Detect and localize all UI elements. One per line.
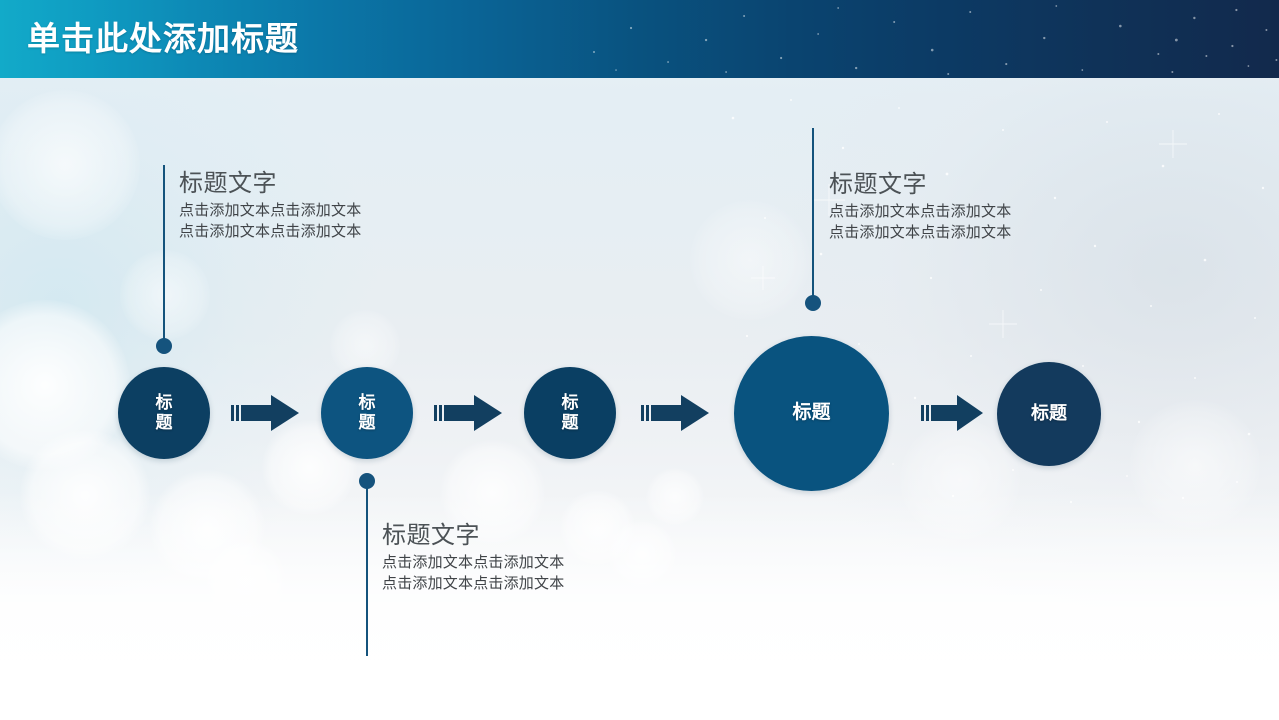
- flow-node-2[interactable]: 标题: [321, 367, 413, 459]
- callout-top-left-line1: 点击添加文本点击添加文本: [179, 202, 362, 219]
- callout-top-right-connector-line: [812, 128, 814, 304]
- callout-top-left-connector-dot: [156, 338, 172, 354]
- slide-header-band: 单击此处添加标题: [0, 0, 1279, 78]
- callout-bottom-center-line1: 点击添加文本点击添加文本: [382, 554, 565, 571]
- flow-node-4-label: 标题: [792, 402, 831, 424]
- callout-top-left-text: 标题文字 点击添加文本点击添加文本 点击添加文本点击添加文本: [179, 169, 361, 242]
- flow-node-5[interactable]: 标题: [997, 362, 1101, 466]
- callout-bottom-center-line2: 点击添加文本点击添加文本: [382, 575, 565, 592]
- flow-node-3[interactable]: 标题: [524, 367, 616, 459]
- flow-node-2-label: 标题: [358, 392, 376, 432]
- callout-top-right-line2: 点击添加文本点击添加文本: [829, 224, 1012, 241]
- callout-top-right-title: 标题文字: [829, 171, 927, 198]
- callout-bottom-center-text: 标题文字 点击添加文本点击添加文本 点击添加文本点击添加文本: [382, 521, 564, 594]
- callout-top-left-connector-line: [163, 165, 165, 347]
- flow-node-1[interactable]: 标题: [118, 367, 210, 459]
- callout-top-right-text: 标题文字 点击添加文本点击添加文本 点击添加文本点击添加文本: [829, 170, 1011, 243]
- callout-top-left-line2: 点击添加文本点击添加文本: [179, 223, 362, 240]
- callout-bottom-center-connector-line: [366, 488, 368, 656]
- callout-top-right-connector-dot: [805, 295, 821, 311]
- flow-node-1-label: 标题: [155, 392, 173, 432]
- callout-top-left-title: 标题文字: [179, 170, 277, 197]
- header-stars-icon: [592, 5, 1277, 76]
- flow-node-5-label: 标题: [1031, 403, 1067, 424]
- callout-bottom-center-title: 标题文字: [382, 522, 480, 549]
- page-title: 单击此处添加标题: [27, 20, 299, 57]
- background-bottom-fade: [0, 490, 1279, 720]
- callout-bottom-center-connector-dot: [359, 473, 375, 489]
- flow-node-3-label: 标题: [561, 392, 579, 432]
- flow-node-4[interactable]: 标题: [734, 336, 889, 491]
- callout-top-right-line1: 点击添加文本点击添加文本: [829, 203, 1012, 220]
